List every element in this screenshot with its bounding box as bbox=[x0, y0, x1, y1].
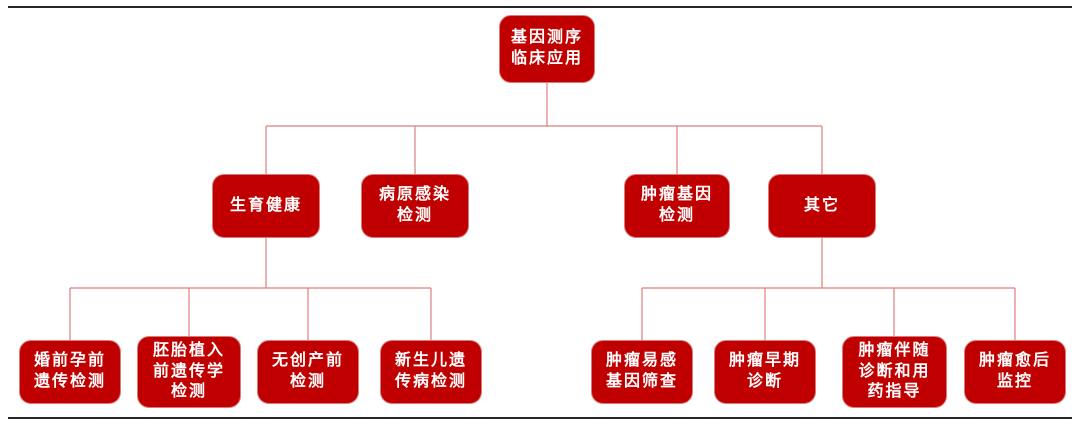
node-tumor-prognosis-monitoring: 肿瘤愈后 监控 bbox=[964, 340, 1066, 404]
node-reproductive-health: 生育健康 bbox=[212, 174, 320, 238]
node-newborn-genetic-disease-testing: 新生儿遗 传病检测 bbox=[380, 340, 482, 404]
node-tumor-early-diagnosis: 肿瘤早期 诊断 bbox=[714, 340, 816, 404]
top-divider bbox=[8, 6, 1072, 8]
node-pathogen-infection-detection: 病原感染 检测 bbox=[361, 174, 469, 238]
node-tumor-gene-detection: 肿瘤基因 检测 bbox=[624, 174, 730, 238]
bottom-divider bbox=[8, 417, 1072, 419]
node-noninvasive-prenatal-testing: 无创产前 检测 bbox=[257, 340, 359, 404]
node-gene-sequencing-clinical-applications: 基因测序 临床应用 bbox=[499, 15, 595, 83]
node-preimplantation-genetic-testing: 胚胎植入 前遗传学 检测 bbox=[137, 336, 241, 408]
node-tumor-companion-diagnostics-medication-guidance: 肿瘤伴随 诊断和用 药指导 bbox=[842, 336, 947, 408]
node-tumor-susceptibility-gene-screening: 肿瘤易感 基因筛查 bbox=[591, 340, 693, 404]
node-other: 其它 bbox=[768, 174, 876, 238]
node-premarital-prepregnancy-genetic-testing: 婚前孕前 遗传检测 bbox=[19, 340, 121, 404]
